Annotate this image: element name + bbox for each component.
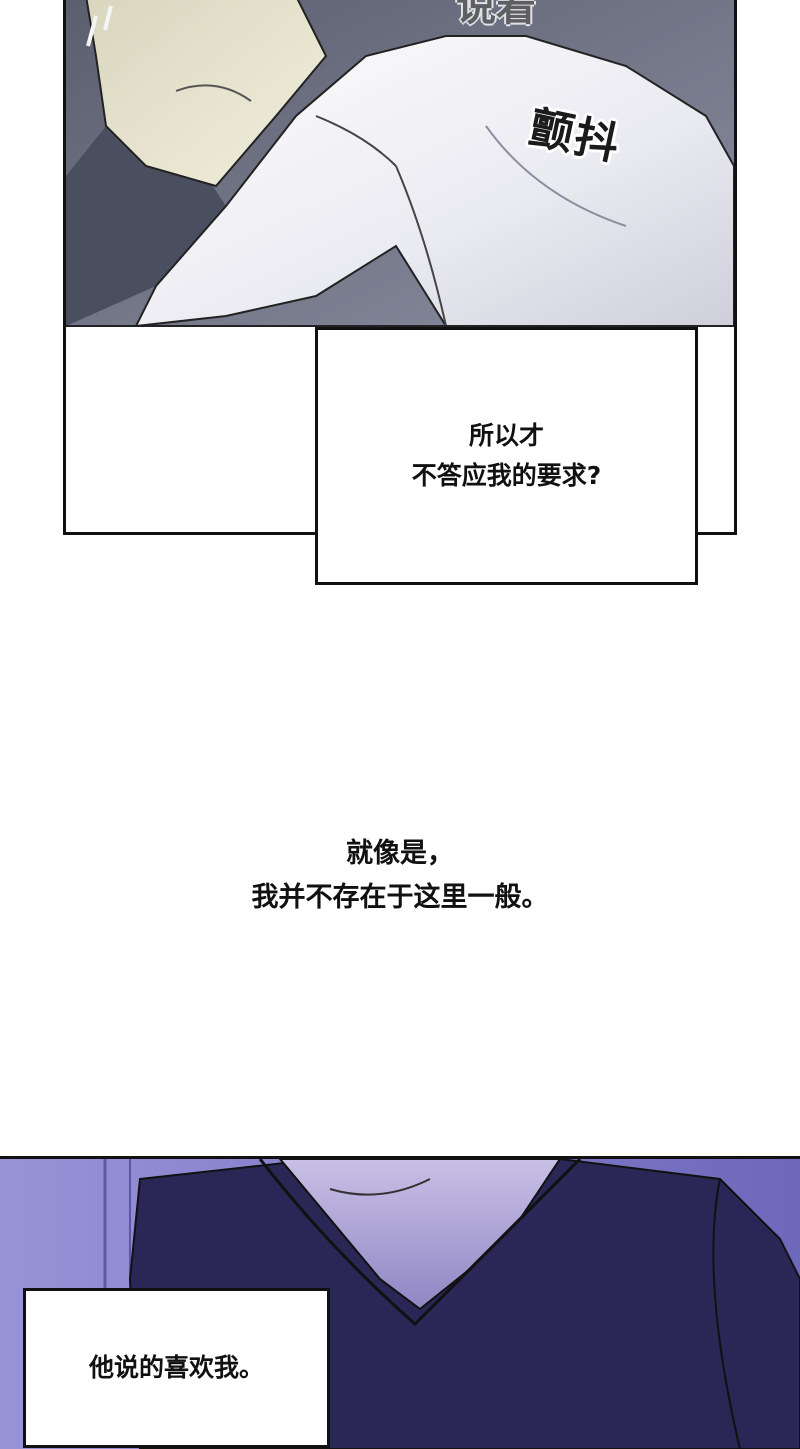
caption-box-top: 所以才 不答应我的要求?: [315, 327, 698, 585]
caption-line: 不答应我的要求?: [411, 461, 602, 490]
caption-line: 所以才: [468, 421, 544, 450]
narration-line: 我并不存在于这里一般。: [251, 882, 549, 913]
caption-text-bottom: 他说的喜欢我。: [89, 1348, 264, 1388]
caption-text-top: 所以才 不答应我的要求?: [412, 416, 602, 496]
sfx-text-top: 说着: [456, 0, 536, 30]
caption-box-bottom: 他说的喜欢我。: [23, 1288, 330, 1448]
narration-text: 就像是， 我并不存在于这里一般。: [0, 832, 800, 920]
comic-panel-bottom: [0, 1156, 800, 1449]
narration-line: 就像是，: [346, 838, 454, 869]
caption-line: 他说的喜欢我。: [88, 1353, 264, 1382]
